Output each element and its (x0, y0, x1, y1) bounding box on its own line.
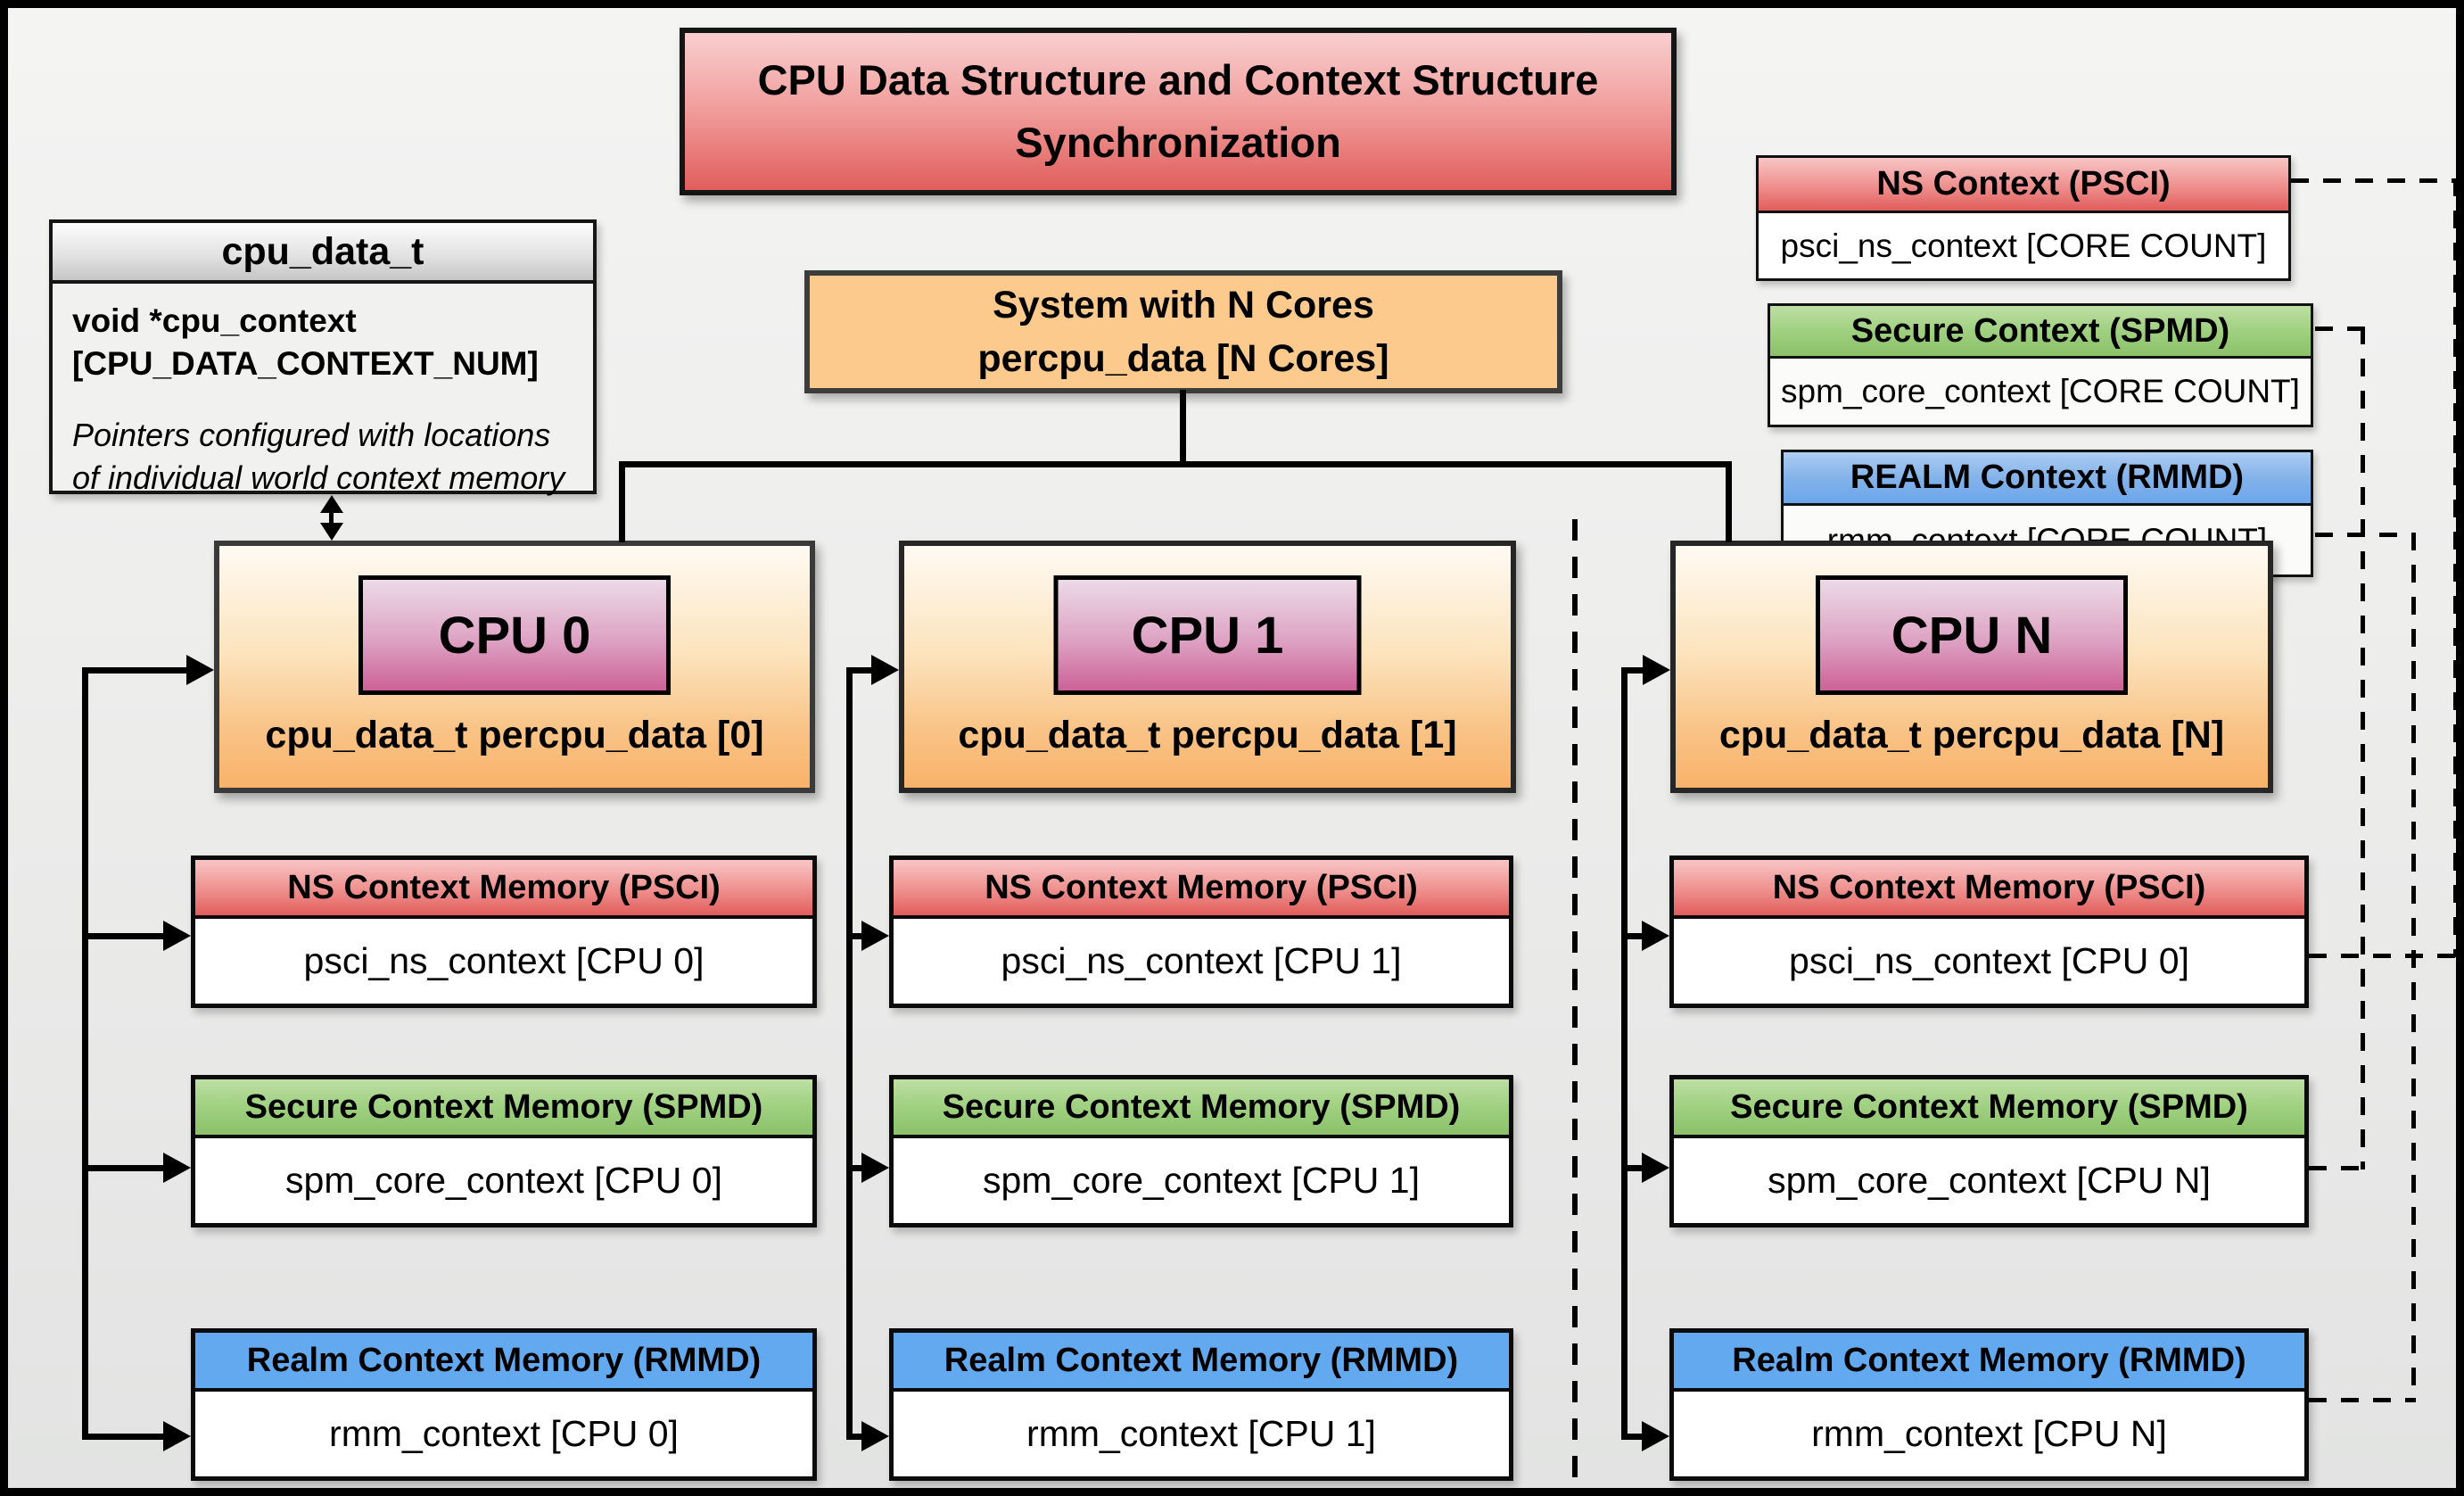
cpuN-arrow-secure-icon (1642, 1153, 1669, 1183)
realm-legend-dash-h2 (2309, 1398, 2416, 1402)
legend-ns-context: NS Context (PSCI) psci_ns_context [CORE … (1756, 155, 2291, 281)
cpu1-percpu-data-label: cpu_data_t percpu_data [1] (958, 714, 1457, 756)
cpu1-ns-header: NS Context Memory (PSCI) (894, 860, 1509, 919)
cpu1-box: CPU 1 cpu_data_t percpu_data [1] (899, 541, 1516, 793)
cpuN-arrow-cpu-icon (1643, 655, 1670, 685)
cpuN-secure-body: spm_core_context [CPU N] (1674, 1138, 2304, 1223)
cpu1-realm-body: rmm_context [CPU 1] (894, 1392, 1509, 1476)
cpu0-secure-context-memory: Secure Context Memory (SPMD) spm_core_co… (191, 1075, 817, 1227)
cpuN-rail (1621, 667, 1628, 1440)
system-drop-line (1180, 390, 1186, 467)
cpu1-branch-ns (846, 933, 864, 939)
cpu0-box: CPU 0 cpu_data_t percpu_data [0] (214, 541, 815, 793)
legend-secure-context: Secure Context (SPMD) spm_core_context [… (1768, 303, 2313, 427)
cpuN-realm-body: rmm_context [CPU N] (1674, 1392, 2304, 1476)
cpu0-branch-secure (82, 1165, 166, 1171)
secure-legend-dash-v (2361, 326, 2365, 1170)
cpu0-branch-ns (82, 933, 166, 939)
cpu1-arrow-realm-icon (861, 1421, 889, 1451)
cpu0-arrow-cpu-icon (186, 655, 214, 685)
cpu1-ns-body: psci_ns_context [CPU 1] (894, 919, 1509, 1004)
cpu1-realm-context-memory: Realm Context Memory (RMMD) rmm_context … (889, 1328, 1513, 1481)
cpuN-ns-body: psci_ns_context [CPU 0] (1674, 919, 2304, 1004)
cpu1-rail (846, 667, 853, 1440)
cpu0-ns-body: psci_ns_context [CPU 0] (195, 919, 812, 1004)
secure-legend-dash-h2 (2309, 1166, 2365, 1170)
cpuN-box: CPU N cpu_data_t percpu_data [N] (1670, 541, 2273, 793)
cpu-data-t-header: cpu_data_t (53, 223, 593, 284)
column-separator-dashed (1572, 519, 1578, 1488)
cpu1-realm-header: Realm Context Memory (RMMD) (894, 1333, 1509, 1392)
double-arrow-down-icon (320, 523, 343, 541)
cpuN-label: CPU N (1816, 575, 2128, 695)
cpu1-arrow-secure-icon (861, 1153, 889, 1183)
double-arrow-up-icon (320, 495, 343, 513)
cpu0-arrow-secure-icon (163, 1153, 191, 1183)
cpu1-arrow-ns-icon (861, 921, 889, 951)
ns-legend-dash-h1 (2291, 178, 2456, 183)
branch-drop-cpuN (1726, 461, 1732, 542)
cpuN-branch-realm (1621, 1434, 1644, 1440)
cpuN-realm-header: Realm Context Memory (RMMD) (1674, 1333, 2304, 1392)
cpuN-branch-cpu (1621, 667, 1645, 674)
system-line2: percpu_data [N Cores] (977, 337, 1389, 380)
cpu-context-note: Pointers configured with locations of in… (72, 417, 565, 496)
branch-drop-cpu0 (619, 461, 625, 542)
legend-ns-header: NS Context (PSCI) (1759, 158, 2288, 213)
cpu-context-field: void *cpu_context [CPU_DATA_CONTEXT_NUM] (72, 302, 539, 383)
cpu1-ns-context-memory: NS Context Memory (PSCI) psci_ns_context… (889, 855, 1513, 1008)
ns-legend-dash-h2 (2309, 954, 2456, 958)
cpu-data-t-box: cpu_data_t void *cpu_context [CPU_DATA_C… (49, 219, 597, 496)
diagram-title: CPU Data Structure and Context Structure… (680, 28, 1677, 195)
cpu1-secure-body: spm_core_context [CPU 1] (894, 1138, 1509, 1223)
cpuN-ns-header: NS Context Memory (PSCI) (1674, 860, 2304, 919)
realm-legend-dash-v (2411, 533, 2416, 1401)
cpu0-realm-body: rmm_context [CPU 0] (195, 1392, 812, 1476)
cpuN-ns-context-memory: NS Context Memory (PSCI) psci_ns_context… (1669, 855, 2309, 1008)
cpu0-arrow-ns-icon (163, 921, 191, 951)
cpu0-branch-cpu (82, 667, 189, 674)
double-arrow-dash (329, 509, 334, 525)
cpu1-label: CPU 1 (1053, 575, 1362, 695)
legend-realm-header: REALM Context (RMMD) (1784, 452, 2311, 506)
system-line1: System with N Cores (993, 284, 1374, 326)
legend-ns-body: psci_ns_context [CORE COUNT] (1759, 213, 2288, 278)
cpuN-branch-ns (1621, 933, 1644, 939)
cpu0-arrow-realm-icon (163, 1421, 191, 1451)
cpuN-secure-context-memory: Secure Context Memory (SPMD) spm_core_co… (1669, 1075, 2309, 1227)
cpu1-branch-realm (846, 1434, 864, 1440)
cpu0-ns-context-memory: NS Context Memory (PSCI) psci_ns_context… (191, 855, 817, 1008)
cpu0-percpu-data-label: cpu_data_t percpu_data [0] (265, 714, 764, 756)
cpu-data-t-body: void *cpu_context [CPU_DATA_CONTEXT_NUM]… (53, 284, 593, 515)
ns-legend-dash-v (2453, 178, 2456, 957)
cpu1-secure-context-memory: Secure Context Memory (SPMD) spm_core_co… (889, 1075, 1513, 1227)
cpu0-branch-realm (82, 1434, 166, 1440)
cpu0-realm-context-memory: Realm Context Memory (RMMD) rmm_context … (191, 1328, 817, 1481)
cpuN-branch-secure (1621, 1165, 1644, 1171)
cpu0-secure-header: Secure Context Memory (SPMD) (195, 1079, 812, 1138)
cpuN-percpu-data-label: cpu_data_t percpu_data [N] (1718, 714, 2225, 756)
cpuN-arrow-ns-icon (1642, 921, 1669, 951)
legend-secure-body: spm_core_context [CORE COUNT] (1770, 359, 2311, 425)
system-box: System with N Cores percpu_data [N Cores… (804, 270, 1562, 393)
cpu0-label: CPU 0 (358, 575, 671, 695)
cpuN-realm-context-memory: Realm Context Memory (RMMD) rmm_context … (1669, 1328, 2309, 1481)
cpu0-secure-body: spm_core_context [CPU 0] (195, 1138, 812, 1223)
secure-legend-dash-h1 (2315, 326, 2365, 331)
cpu1-branch-secure (846, 1165, 864, 1171)
cpu1-secure-header: Secure Context Memory (SPMD) (894, 1079, 1509, 1138)
system-branch-line (619, 461, 1732, 467)
legend-secure-header: Secure Context (SPMD) (1770, 306, 2311, 359)
realm-legend-dash-h1 (2315, 533, 2415, 537)
cpu0-rail (82, 667, 88, 1440)
cpu0-realm-header: Realm Context Memory (RMMD) (195, 1333, 812, 1392)
cpu1-arrow-cpu-icon (871, 655, 899, 685)
cpuN-secure-header: Secure Context Memory (SPMD) (1674, 1079, 2304, 1138)
cpu1-branch-cpu (846, 667, 874, 674)
cpuN-arrow-realm-icon (1642, 1421, 1669, 1451)
cpu0-ns-header: NS Context Memory (PSCI) (195, 860, 812, 919)
